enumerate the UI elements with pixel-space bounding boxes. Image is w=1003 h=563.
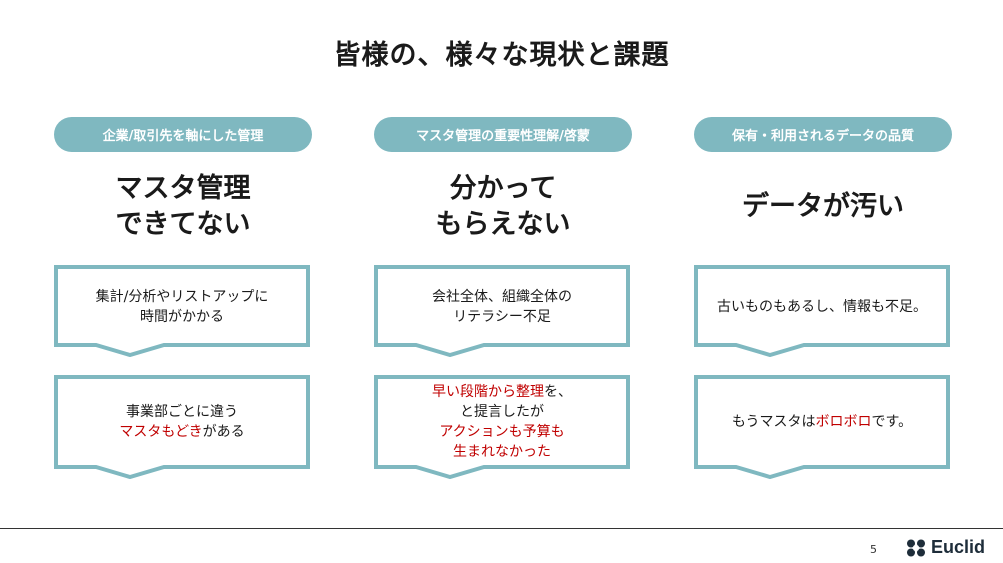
headline-line: マスタ管理 — [115, 173, 251, 204]
column-importance-awareness: マスタ管理の重要性理解/啓蒙 分かって もらえない 会社全体、組織全体の リテラ… — [374, 117, 632, 479]
callout-box: 集計/分析やリストアップに 時間がかかる — [54, 265, 310, 357]
callout-box: もうマスタはボロボロです。 — [694, 375, 950, 479]
callout-text: を、 — [544, 384, 572, 400]
headline: 分かって もらえない — [374, 152, 632, 262]
highlight-text: ボロボロ — [815, 414, 872, 430]
column-master-management: 企業/取引先を軸にした管理 マスタ管理 できてない 集計/分析やリストアップに … — [54, 117, 312, 479]
highlight-text: アクションも予算も — [439, 424, 565, 440]
slide-title: 皆様の、様々な現状と課題 — [333, 40, 670, 71]
headline-line: データが汚い — [742, 191, 904, 222]
callout-text-line: マスタもどきがある — [119, 422, 244, 442]
callout-text: と提言したが — [460, 404, 544, 420]
euclid-logo: Euclid — [906, 537, 985, 558]
headline-line: もらえない — [435, 209, 571, 240]
highlight-text: 早い段階から整理 — [432, 384, 544, 400]
callout-box: 早い段階から整理を、 と提言したが アクションも予算も 生まれなかった — [374, 375, 630, 479]
callout-text: 事業部ごとに違う — [126, 404, 238, 420]
category-pill: マスタ管理の重要性理解/啓蒙 — [374, 117, 632, 152]
callout-text: 時間がかかる — [140, 309, 224, 325]
highlight-text: 生まれなかった — [453, 444, 551, 460]
page-number: 5 — [870, 543, 877, 556]
euclid-logo-icon — [907, 539, 925, 556]
headline-line: 分かって — [449, 173, 557, 204]
callout-text: 集計/分析やリストアップに — [95, 289, 269, 305]
callout-box: 事業部ごとに違う マスタもどきがある — [54, 375, 310, 479]
callout-text: 古いものもあるし、情報も不足。 — [717, 299, 927, 315]
callout-text: 会社全体、組織全体の — [432, 289, 572, 305]
callout-text: リテラシー不足 — [453, 309, 551, 325]
highlight-text: マスタもどき — [119, 424, 203, 440]
column-data-quality: 保有・利用されるデータの品質 データが汚い 古いものもあるし、情報も不足。 もう… — [694, 117, 952, 479]
callout-text-line: 早い段階から整理を、 — [432, 382, 572, 402]
logo-text: Euclid — [931, 537, 986, 557]
callout-text: です。 — [871, 414, 913, 430]
footer-divider — [0, 528, 1003, 529]
callout-box: 古いものもあるし、情報も不足。 — [694, 265, 950, 357]
category-pill: 企業/取引先を軸にした管理 — [54, 117, 312, 152]
category-pill: 保有・利用されるデータの品質 — [694, 117, 952, 152]
headline-line: できてない — [115, 209, 251, 240]
callout-box: 会社全体、組織全体の リテラシー不足 — [374, 265, 630, 357]
headline: マスタ管理 できてない — [54, 152, 312, 262]
headline: データが汚い — [694, 152, 952, 262]
callout-text-line: もうマスタはボロボロです。 — [732, 412, 912, 432]
callout-text: がある — [202, 424, 245, 440]
callout-text: もうマスタは — [731, 414, 816, 430]
